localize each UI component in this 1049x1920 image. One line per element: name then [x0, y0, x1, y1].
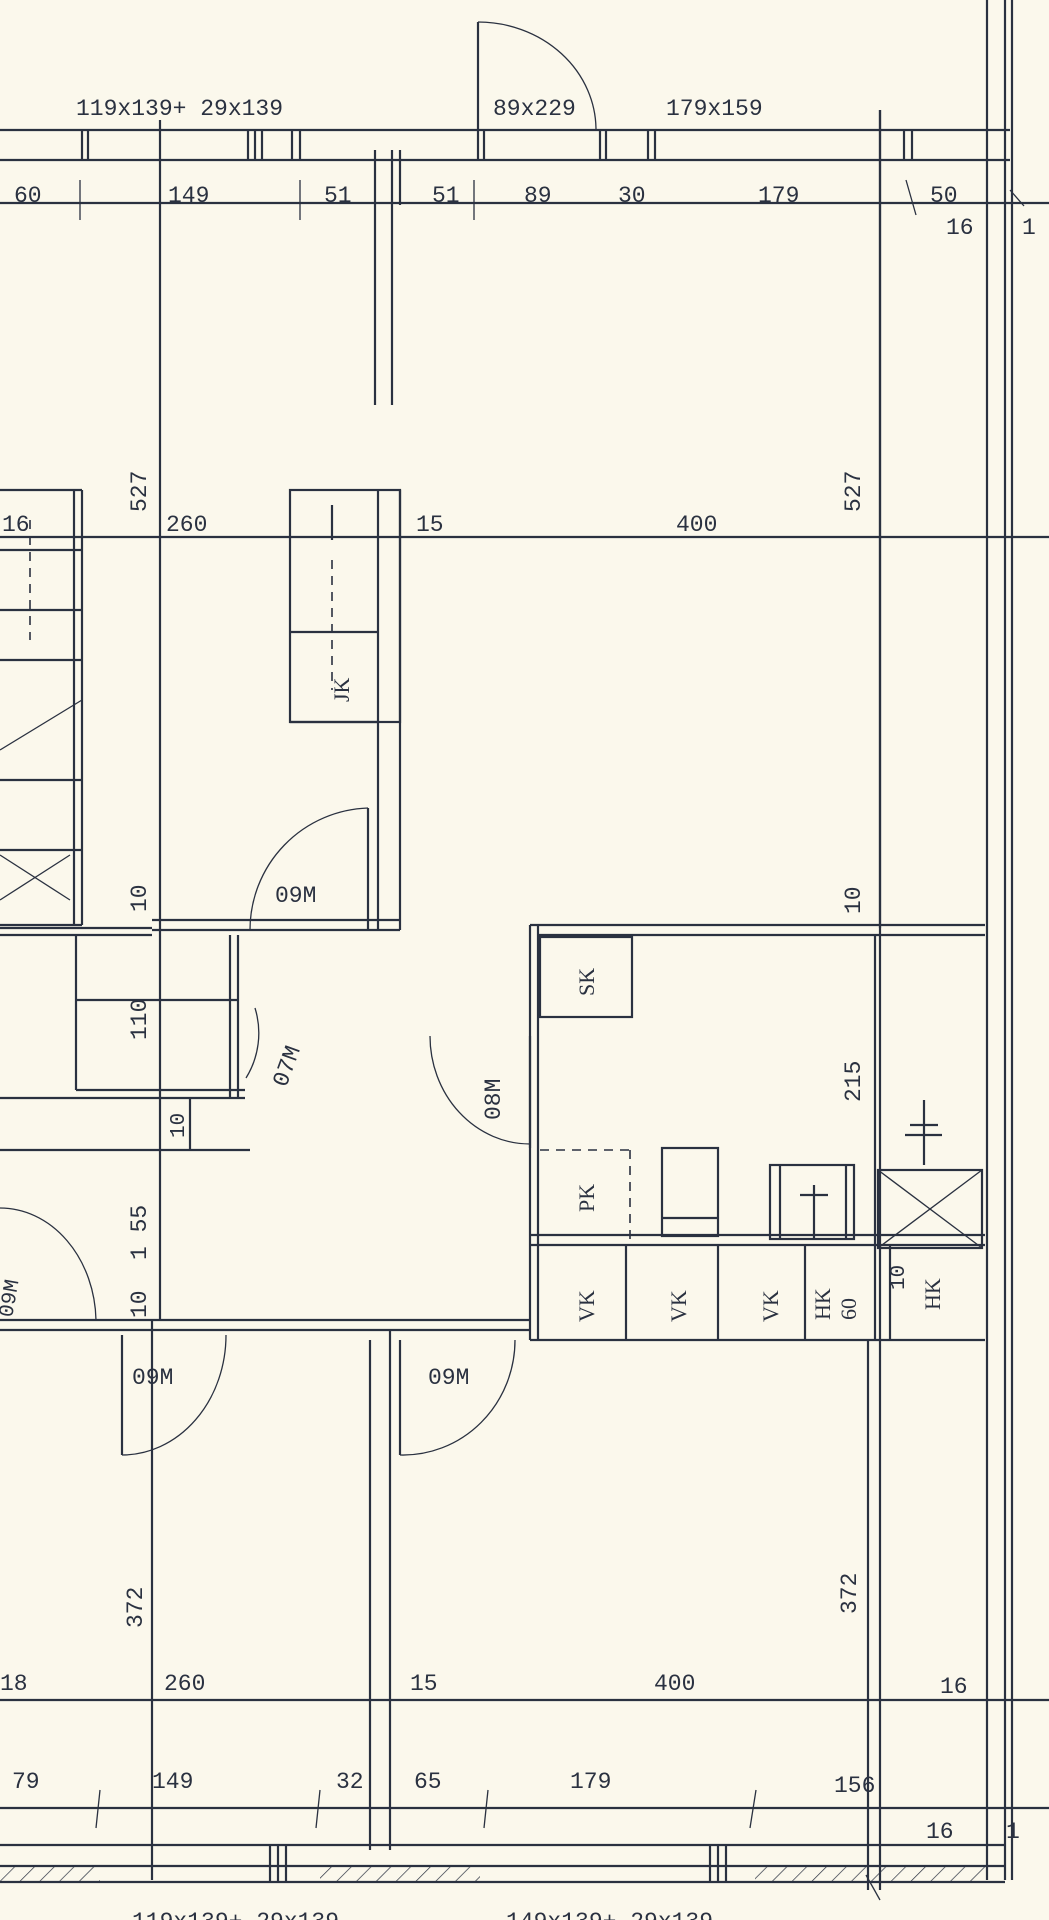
dim-label: 1	[1022, 215, 1036, 241]
dim-label-vertical: 10	[168, 1113, 191, 1138]
dim-label: 400	[654, 1671, 695, 1697]
dim-label: 149	[168, 183, 209, 209]
dim-label: 51	[432, 183, 460, 209]
dim-label: 50	[930, 183, 958, 209]
dim-label-vertical: 527	[127, 471, 153, 512]
dim-label: 16	[946, 215, 974, 241]
dim-label: 260	[166, 512, 207, 538]
dim-label-vertical: 215	[841, 1061, 867, 1102]
dimension-row-2: 16 260 15 400	[2, 512, 717, 538]
dim-label: 60	[14, 183, 42, 209]
dim-label: 51	[324, 183, 352, 209]
window-label-bottom-left: 119x139+ 29x139	[132, 1909, 339, 1920]
dim-label: 179	[570, 1769, 611, 1795]
dim-label: 30	[618, 183, 646, 209]
dim-label-vertical: 10	[841, 886, 867, 914]
dim-label: 260	[164, 1671, 205, 1697]
dim-label: 16	[926, 1819, 954, 1845]
dim-label: 16	[940, 1674, 968, 1700]
stair-area	[0, 488, 84, 927]
dim-label-vertical: 372	[123, 1587, 149, 1628]
room-label-vk: VK	[758, 1290, 783, 1322]
door-label: 08M	[481, 1079, 507, 1120]
room-label-hk: HK	[920, 1278, 945, 1310]
dimension-top-row: 60 149 51 51 89 30 179 50 16 1	[14, 183, 1036, 241]
dim-label: 15	[416, 512, 444, 538]
dim-label-vertical: 372	[837, 1573, 863, 1614]
window-label-top-door: 89x229	[493, 96, 576, 122]
dimension-verticals: 527 527 10 10 110 10 1 55 10 215 10 372 …	[123, 471, 911, 1628]
door-swings	[0, 807, 532, 1456]
door-label: 09M	[275, 883, 316, 909]
dim-label-vertical: 10	[888, 1265, 911, 1290]
dim-label: 149	[152, 1769, 193, 1795]
room-label-hk60: HK	[810, 1288, 835, 1320]
room-label-vk: VK	[666, 1290, 691, 1322]
dim-label-vertical: 1 55	[127, 1205, 153, 1260]
dim-label-vertical: 527	[841, 471, 867, 512]
room-label-hk60-number: 60	[836, 1298, 861, 1320]
window-labels: 119x139+ 29x139 89x229 179x159 119x139+ …	[76, 96, 763, 1920]
room-label-pk: PK	[574, 1184, 599, 1212]
dim-label: 179	[758, 183, 799, 209]
dim-label: 1	[1006, 1819, 1020, 1845]
exterior-wall-bottom	[0, 1789, 1005, 1901]
dim-label: 79	[12, 1769, 40, 1795]
door-label: 09M	[132, 1365, 173, 1391]
dim-label: 32	[336, 1769, 364, 1795]
dim-label-vertical: 10	[127, 1290, 153, 1318]
dim-label: 400	[676, 512, 717, 538]
dim-label: 65	[414, 1769, 442, 1795]
dim-label: 18	[0, 1671, 28, 1697]
door-label: 09M	[428, 1365, 469, 1391]
window-label-top-left: 119x139+ 29x139	[76, 96, 283, 122]
dim-label-vertical: 110	[127, 999, 153, 1040]
dim-label: 156	[834, 1773, 875, 1799]
interior-walls	[0, 110, 1049, 1890]
dim-label: 15	[410, 1671, 438, 1697]
dimension-bottom-rows: 18 260 15 400 16 79 149 32 65 179 156 16…	[0, 1671, 1020, 1845]
room-labels: JK SK PK VK VK VK HK 60 HK	[329, 677, 945, 1322]
room-label-vk: VK	[574, 1290, 599, 1322]
room-label-sk: SK	[574, 968, 599, 996]
door-label: 07M	[268, 1043, 307, 1091]
exterior-wall-top	[0, 21, 1049, 220]
dim-label-vertical: 10	[127, 884, 153, 912]
window-label-top-right: 179x159	[666, 96, 763, 122]
door-label: 09M	[0, 1278, 25, 1319]
exterior-wall-right	[878, 0, 1014, 1890]
room-label-jk: JK	[329, 677, 354, 702]
window-label-bottom-right: 149x139+ 29x139	[506, 1909, 713, 1920]
dim-label: 16	[2, 512, 30, 538]
dim-label: 89	[524, 183, 552, 209]
